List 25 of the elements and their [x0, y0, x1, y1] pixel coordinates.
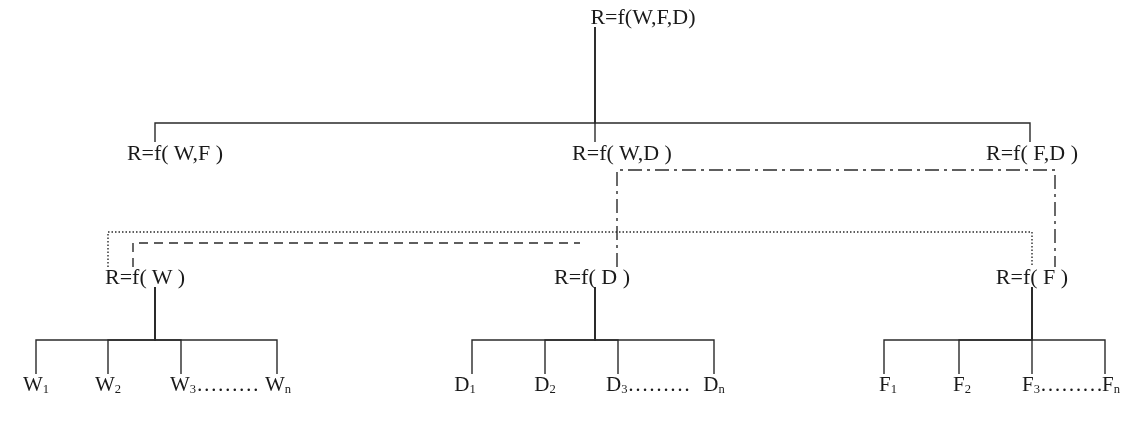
formula-label: W$_{1}$	[22, 372, 50, 397]
dashed-connector	[616, 169, 1056, 268]
formula-label: R=f(W,F,D)	[590, 4, 696, 30]
formula-label: F$_{2}$	[953, 372, 971, 397]
formula-label: R=f( F,D )	[986, 140, 1078, 166]
dashed-connector	[132, 242, 581, 268]
tree-line	[594, 286, 715, 375]
tree-line	[594, 26, 1031, 143]
formula-label: W$_{3}$………	[170, 372, 260, 397]
formula-label: F$_{1}$	[879, 372, 897, 397]
tree-line	[1031, 286, 1106, 375]
dashed-connector	[107, 231, 1033, 268]
formula-label: R=f( W )	[105, 264, 185, 290]
formula-label: R=f( W,D )	[572, 140, 672, 166]
formula-label: D$_{3}$………	[606, 372, 691, 397]
formula-label: D$_{1}$	[454, 372, 476, 397]
formula-label: F$_{3}$………	[1022, 372, 1103, 397]
formula-label: W$_{n}$	[264, 372, 292, 397]
formula-label: F$_{n}$	[1102, 372, 1120, 397]
formula-label: W$_{2}$	[94, 372, 122, 397]
formula-label: R=f( F )	[995, 264, 1069, 290]
formula-label: R=f( W,F )	[126, 140, 224, 166]
formula-label: D$_{2}$	[534, 372, 556, 397]
formula-label: D$_{n}$	[703, 372, 725, 397]
formula-label: R=f( D )	[554, 264, 630, 290]
